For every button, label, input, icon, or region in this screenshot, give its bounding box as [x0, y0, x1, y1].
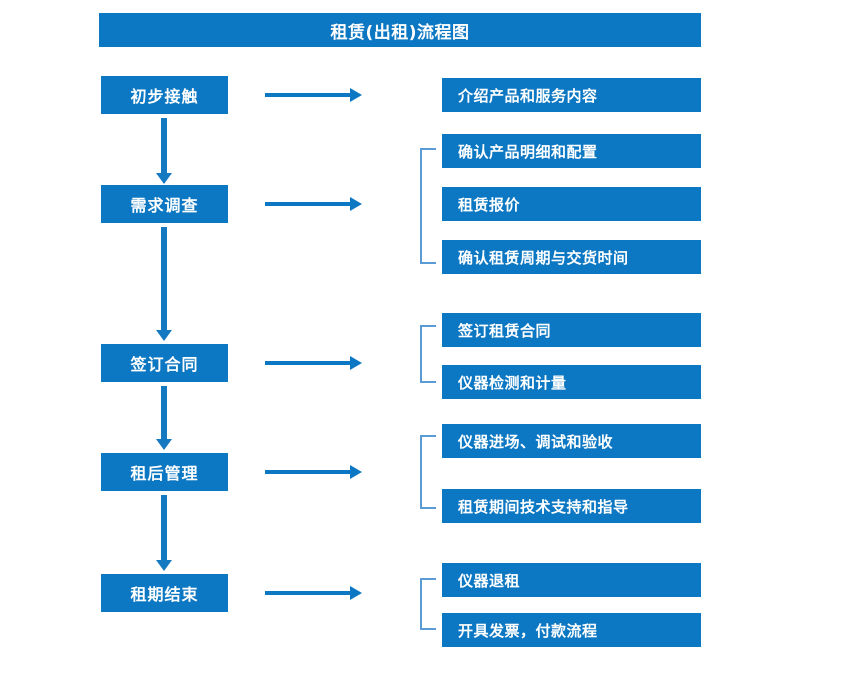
- detail-box-9[interactable]: 仪器退租: [442, 563, 701, 597]
- detail-box-2[interactable]: 确认产品明细和配置: [442, 134, 701, 168]
- detail-box-7[interactable]: 仪器进场、调试和验收: [442, 424, 701, 458]
- arrow-down-icon-1: [156, 118, 172, 184]
- detail-box-1[interactable]: 介绍产品和服务内容: [442, 78, 701, 112]
- arrow-down-icon-2: [156, 227, 172, 341]
- group-bracket-icon-3: [420, 435, 436, 509]
- group-bracket-icon-2: [420, 325, 436, 383]
- group-bracket-icon-4: [420, 578, 436, 630]
- arrow-down-icon-3: [156, 386, 172, 450]
- diagram-title: 租赁(出租)流程图: [99, 13, 701, 47]
- arrow-down-icon-4: [156, 495, 172, 571]
- detail-box-10[interactable]: 开具发票，付款流程: [442, 613, 701, 647]
- detail-box-5[interactable]: 签订租赁合同: [442, 313, 701, 347]
- stage-box-4[interactable]: 租后管理: [101, 453, 228, 491]
- detail-box-4[interactable]: 确认租赁周期与交货时间: [442, 240, 701, 274]
- stage-box-1[interactable]: 初步接触: [101, 76, 228, 114]
- stage-box-2[interactable]: 需求调查: [101, 185, 228, 223]
- detail-box-6[interactable]: 仪器检测和计量: [442, 365, 701, 399]
- arrow-right-icon-3: [265, 356, 362, 370]
- arrow-right-icon-2: [265, 197, 362, 211]
- detail-box-8[interactable]: 租赁期间技术支持和指导: [442, 489, 701, 523]
- group-bracket-icon-1: [420, 148, 436, 264]
- arrow-right-icon-1: [265, 88, 362, 102]
- arrow-right-icon-5: [265, 586, 362, 600]
- arrow-right-icon-4: [265, 465, 362, 479]
- stage-box-3[interactable]: 签订合同: [101, 344, 228, 382]
- detail-box-3[interactable]: 租赁报价: [442, 187, 701, 221]
- stage-box-5[interactable]: 租期结束: [101, 574, 228, 612]
